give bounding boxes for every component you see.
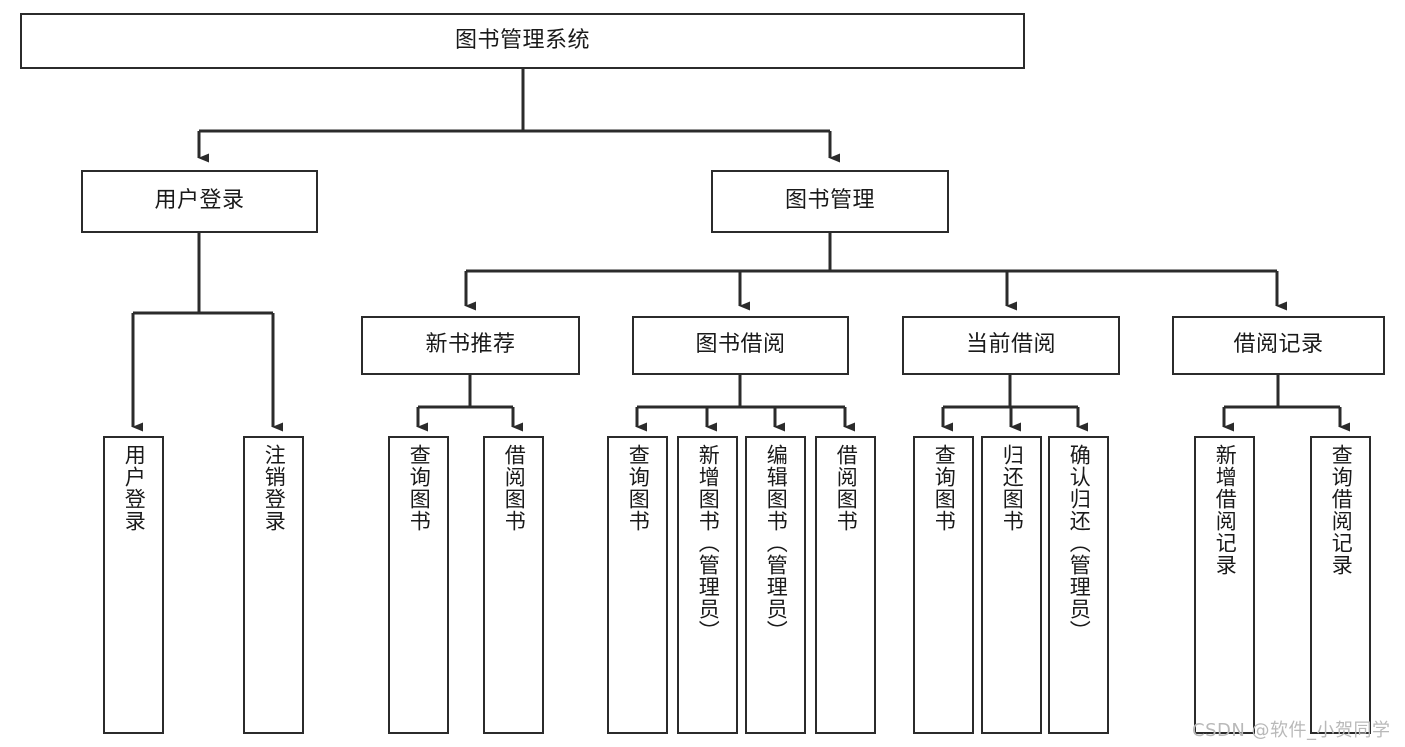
node-book-manage-label: 图书管理 xyxy=(784,188,875,214)
node-book-borrow-label: 图书借阅 xyxy=(695,332,786,358)
node-leaf-query-book-3-label: 查询图书 xyxy=(932,444,957,532)
node-leaf-add-book-label: 新增图书（管理员） xyxy=(696,444,721,642)
node-new-book-recommend-label: 新书推荐 xyxy=(425,332,516,358)
node-new-book-recommend[interactable]: 新书推荐 xyxy=(361,316,580,375)
node-leaf-query-book-3[interactable]: 查询图书 xyxy=(913,436,974,734)
node-leaf-edit-book-label: 编辑图书（管理员） xyxy=(764,444,789,642)
node-leaf-edit-book[interactable]: 编辑图书（管理员） xyxy=(745,436,806,734)
node-user-login[interactable]: 用户登录 xyxy=(81,170,318,233)
node-leaf-return-book[interactable]: 归还图书 xyxy=(981,436,1042,734)
node-leaf-query-book-1[interactable]: 查询图书 xyxy=(388,436,449,734)
node-book-manage[interactable]: 图书管理 xyxy=(711,170,949,233)
node-leaf-user-logout-label: 注销登录 xyxy=(262,444,287,532)
node-leaf-borrow-book-1-label: 借阅图书 xyxy=(502,444,527,532)
node-leaf-borrow-book-2-label: 借阅图书 xyxy=(834,444,859,532)
node-current-borrow-label: 当前借阅 xyxy=(965,332,1056,358)
node-leaf-query-record[interactable]: 查询借阅记录 xyxy=(1310,436,1371,734)
node-leaf-add-book[interactable]: 新增图书（管理员） xyxy=(677,436,738,734)
node-borrow-record-label: 借阅记录 xyxy=(1233,332,1324,358)
node-leaf-user-logout[interactable]: 注销登录 xyxy=(243,436,304,734)
node-current-borrow[interactable]: 当前借阅 xyxy=(902,316,1120,375)
node-leaf-borrow-book-2[interactable]: 借阅图书 xyxy=(815,436,876,734)
node-leaf-borrow-book-1[interactable]: 借阅图书 xyxy=(483,436,544,734)
node-leaf-user-login[interactable]: 用户登录 xyxy=(103,436,164,734)
node-leaf-confirm-return[interactable]: 确认归还（管理员） xyxy=(1048,436,1109,734)
node-user-login-label: 用户登录 xyxy=(154,188,245,214)
node-leaf-add-record-label: 新增借阅记录 xyxy=(1213,444,1238,576)
node-leaf-query-book-2-label: 查询图书 xyxy=(626,444,651,532)
node-leaf-query-record-label: 查询借阅记录 xyxy=(1329,444,1354,576)
node-borrow-record[interactable]: 借阅记录 xyxy=(1172,316,1385,375)
node-book-borrow[interactable]: 图书借阅 xyxy=(632,316,849,375)
node-leaf-return-book-label: 归还图书 xyxy=(1000,444,1025,532)
node-leaf-add-record[interactable]: 新增借阅记录 xyxy=(1194,436,1255,734)
node-leaf-user-login-label: 用户登录 xyxy=(122,444,147,532)
node-root-label: 图书管理系统 xyxy=(454,27,590,53)
node-leaf-confirm-return-label: 确认归还（管理员） xyxy=(1067,444,1092,642)
node-leaf-query-book-1-label: 查询图书 xyxy=(407,444,432,532)
node-root[interactable]: 图书管理系统 xyxy=(20,13,1025,69)
node-leaf-query-book-2[interactable]: 查询图书 xyxy=(607,436,668,734)
